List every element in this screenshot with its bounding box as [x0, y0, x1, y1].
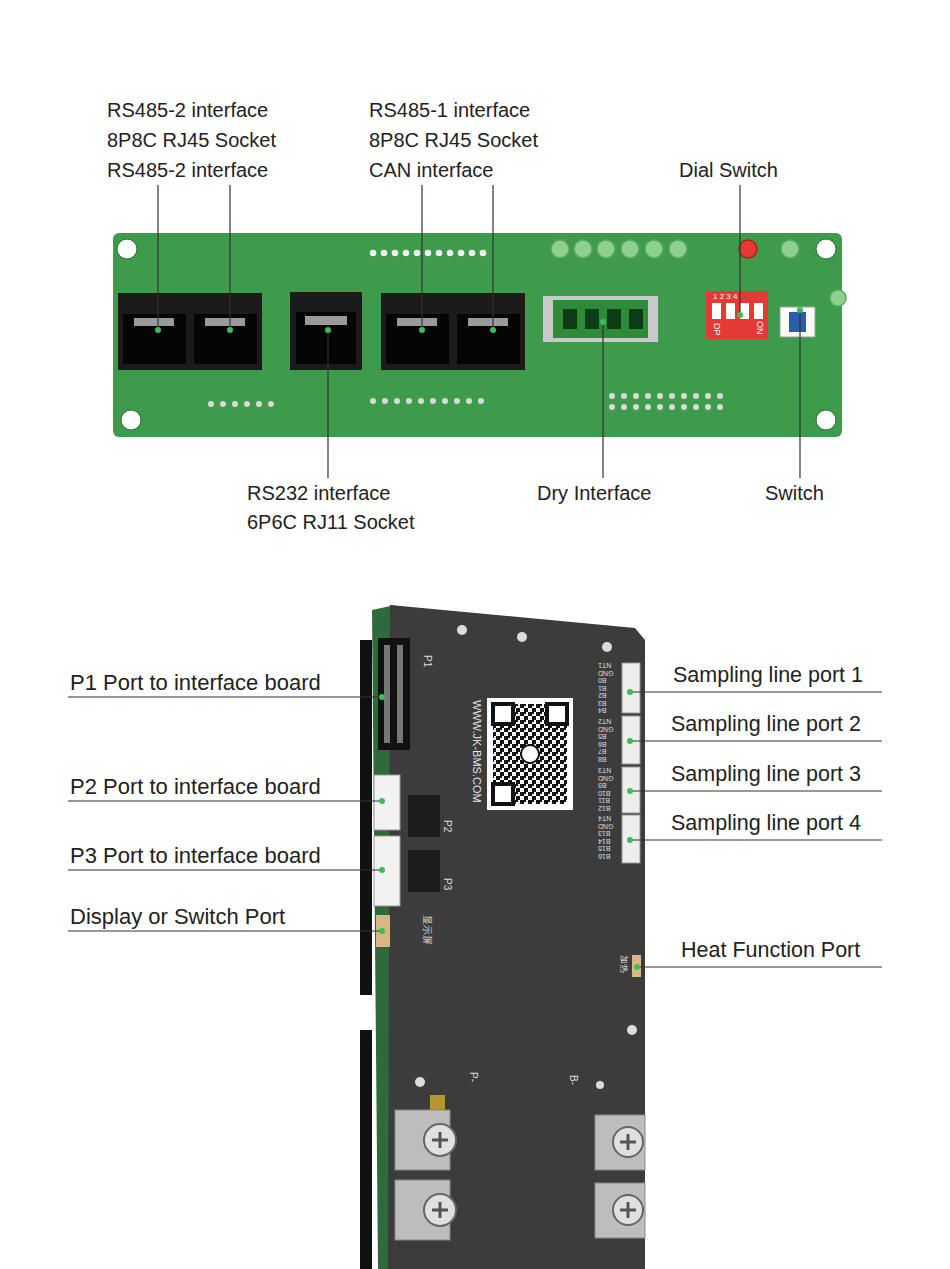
- silkscreen-text: 加热: [619, 955, 628, 973]
- callout-label: RS485-2 interface: [107, 98, 268, 122]
- silkscreen-text: WWW.JK-BMS.COM: [471, 700, 482, 803]
- callout-label: Heat Function Port: [681, 938, 860, 964]
- pin-label: B14: [598, 838, 610, 845]
- pin-label: B0: [598, 677, 607, 684]
- pin-label: B16: [598, 853, 610, 860]
- silkscreen-text: P3: [442, 878, 452, 890]
- silkscreen-text: ON: [755, 321, 764, 335]
- pin-label: NT2: [598, 718, 611, 725]
- pin-label: NT4: [598, 815, 611, 822]
- pin-label: GND: [598, 823, 614, 830]
- silkscreen-text: P1: [422, 655, 432, 667]
- callout-label: P2 Port to interface board: [70, 774, 321, 800]
- callout-label: P3 Port to interface board: [70, 843, 321, 869]
- silkscreen-text: B-: [568, 1075, 578, 1085]
- callout-label: RS232 interface: [247, 481, 390, 505]
- callout-label: 8P8C RJ45 Socket: [369, 128, 538, 152]
- pin-label: B11: [598, 797, 610, 804]
- pin-label: B10: [598, 790, 610, 797]
- callout-label: RS485-2 interface: [107, 158, 268, 182]
- silkscreen-text: DP: [712, 323, 721, 336]
- pin-label: NT1: [598, 662, 611, 669]
- callout-label: Sampling line port 1: [673, 663, 863, 689]
- callout-label: Sampling line port 3: [671, 762, 861, 788]
- pin-label: B9: [598, 782, 607, 789]
- callout-label: 8P8C RJ45 Socket: [107, 128, 276, 152]
- pin-label: B12: [598, 805, 610, 812]
- pin-label: B7: [598, 748, 607, 755]
- silkscreen-text: 显示屏: [422, 915, 432, 945]
- callout-label: P1 Port to interface board: [70, 670, 321, 696]
- pin-label: GND: [598, 726, 614, 733]
- pin-label: B5: [598, 733, 607, 740]
- pin-label: NT3: [598, 767, 611, 774]
- callout-label: Sampling line port 4: [671, 811, 861, 837]
- pin-label: B8: [598, 756, 607, 763]
- pin-label: B4: [598, 707, 607, 714]
- pin-label: B1: [598, 685, 607, 692]
- silkscreen-text: 1 2 3 4: [713, 292, 737, 302]
- callout-label: 6P6C RJ11 Socket: [247, 510, 415, 534]
- callout-label: Switch: [765, 481, 824, 505]
- pin-label: B6: [598, 741, 607, 748]
- callout-label: RS485-1 interface: [369, 98, 530, 122]
- pin-label: B13: [598, 830, 610, 837]
- pin-label: B15: [598, 845, 610, 852]
- pin-label: GND: [598, 775, 614, 782]
- callout-label: Sampling line port 2: [671, 712, 861, 738]
- callout-label: Dial Switch: [679, 158, 778, 182]
- pin-label: B2: [598, 692, 607, 699]
- callout-label: CAN interface: [369, 158, 494, 182]
- callout-label: Display or Switch Port: [70, 904, 285, 930]
- silkscreen-text: P2: [442, 820, 452, 832]
- pin-label: GND: [598, 670, 614, 677]
- silkscreen-text: P-: [468, 1072, 478, 1082]
- callout-label: Dry Interface: [537, 481, 651, 505]
- pin-label: B3: [598, 700, 607, 707]
